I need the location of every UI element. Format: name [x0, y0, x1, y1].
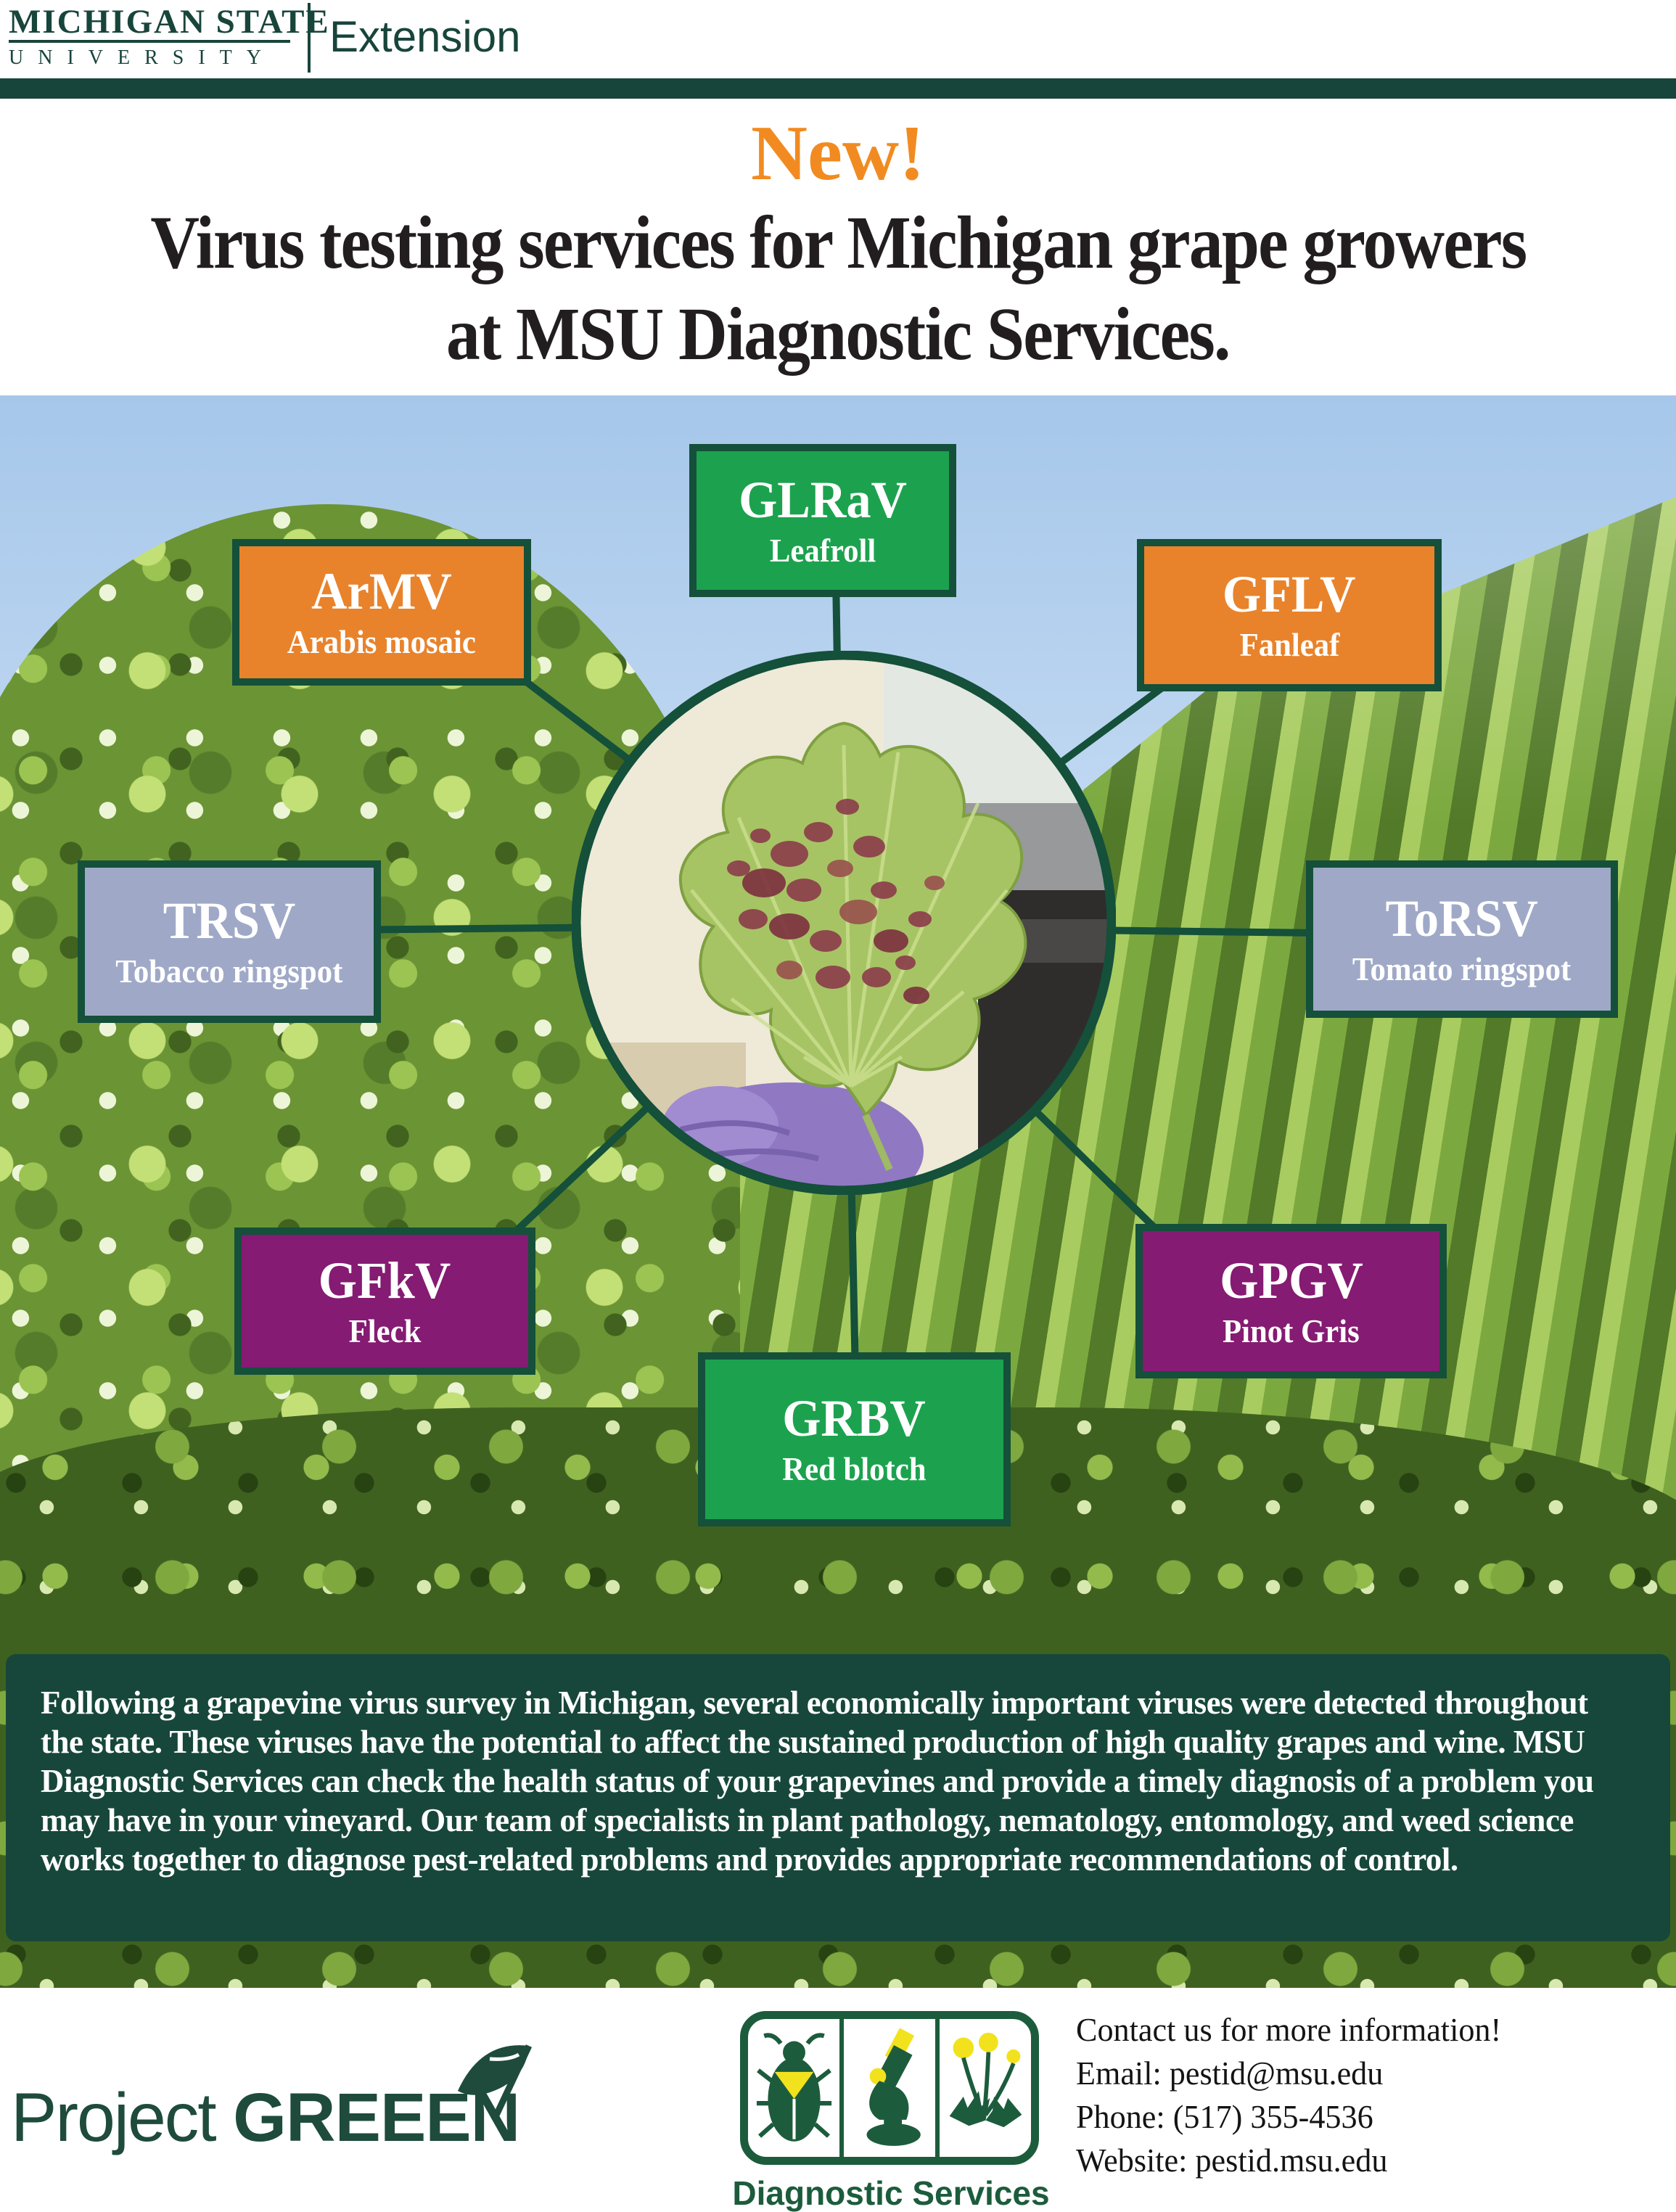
microscope-icon: [866, 2028, 921, 2146]
about-panel: Following a grapevine virus survey in Mi…: [6, 1654, 1670, 1941]
virus-abbr: GFLV: [1223, 565, 1356, 623]
center-photo-circle: [571, 650, 1117, 1196]
diagnostic-services-logo: [740, 2011, 1039, 2165]
new-badge: New!: [751, 110, 925, 197]
contact-heading: Contact us for more information!: [1076, 2011, 1502, 2048]
contact-website: Website: pestid.msu.edu: [1076, 2142, 1388, 2179]
michigan-state-text: MICHIGAN STATE: [9, 3, 330, 41]
contact-email: Email: pestid@msu.edu: [1076, 2055, 1384, 2092]
weed-panel: [935, 2019, 1031, 2157]
dandelion-icon: [949, 2032, 1022, 2127]
leaf-petiole: [862, 1113, 893, 1172]
wordmark-underline: [9, 40, 290, 43]
project-word: Project: [11, 2079, 234, 2156]
virus-box-trsv: TRSV Tobacco ringspot: [78, 860, 381, 1023]
project-greeen-logo: Project GREEEN: [11, 2044, 533, 2153]
about-text: Following a grapevine virus survey in Mi…: [41, 1685, 1594, 1878]
virus-abbr: GLRaV: [739, 470, 907, 529]
grape-leaf: [678, 721, 1027, 1172]
virus-name: Leafroll: [769, 532, 876, 569]
university-text: UNIVERSITY: [9, 46, 276, 69]
virus-box-gflv: GFLV Fanleaf: [1137, 539, 1442, 691]
virus-box-gpgv: GPGV Pinot Gris: [1135, 1224, 1447, 1378]
virus-box-glrav: GLRaV Leafroll: [689, 444, 956, 597]
virus-name: Fleck: [348, 1312, 422, 1349]
virus-name: Tomato ringspot: [1352, 950, 1572, 987]
virus-box-grbv: GRBV Red blotch: [698, 1352, 1011, 1526]
header-bar: [0, 78, 1676, 99]
virus-abbr: ToRSV: [1385, 889, 1539, 947]
beetle-panel: [748, 2019, 839, 2157]
diseased-leaf-photo: [571, 650, 1117, 1196]
diagnostic-services-label: Diagnostic Services: [732, 2174, 1050, 2212]
virus-box-armv: ArMV Arabis mosaic: [232, 539, 531, 686]
microscope-panel: [839, 2019, 935, 2157]
virus-name: Tobacco ringspot: [115, 953, 343, 990]
msu-wordmark: MICHIGAN STATE UNIVERSITY: [9, 3, 330, 70]
leaf-icon: [458, 2044, 533, 2121]
virus-name: Fanleaf: [1239, 627, 1339, 663]
virus-abbr: GRBV: [782, 1389, 927, 1447]
virus-abbr: TRSV: [163, 892, 296, 950]
contact-phone: Phone: (517) 355-4536: [1076, 2098, 1373, 2135]
virus-abbr: GFkV: [319, 1251, 451, 1309]
virus-abbr: ArMV: [311, 562, 452, 620]
virus-name: Pinot Gris: [1223, 1312, 1360, 1349]
title-line-1: Virus testing services for Michigan grap…: [149, 201, 1527, 284]
virus-box-torsv: ToRSV Tomato ringspot: [1306, 860, 1618, 1018]
virus-name: Arabis mosaic: [287, 624, 477, 660]
contact-block: Contact us for more information! Email: …: [1076, 2008, 1519, 2182]
virus-name: Red blotch: [782, 1451, 927, 1487]
title-line-2: at MSU Diagnostic Services.: [446, 292, 1231, 376]
page-title: Virus testing services for Michigan grap…: [0, 197, 1676, 380]
virus-box-gfkv: GFkV Fleck: [234, 1228, 535, 1375]
extension-wordmark: Extension: [329, 12, 521, 61]
beetle-icon: [756, 2032, 831, 2142]
virus-abbr: GPGV: [1219, 1251, 1363, 1309]
brand-divider: [308, 3, 311, 73]
leaf-blotches: [727, 799, 945, 1004]
